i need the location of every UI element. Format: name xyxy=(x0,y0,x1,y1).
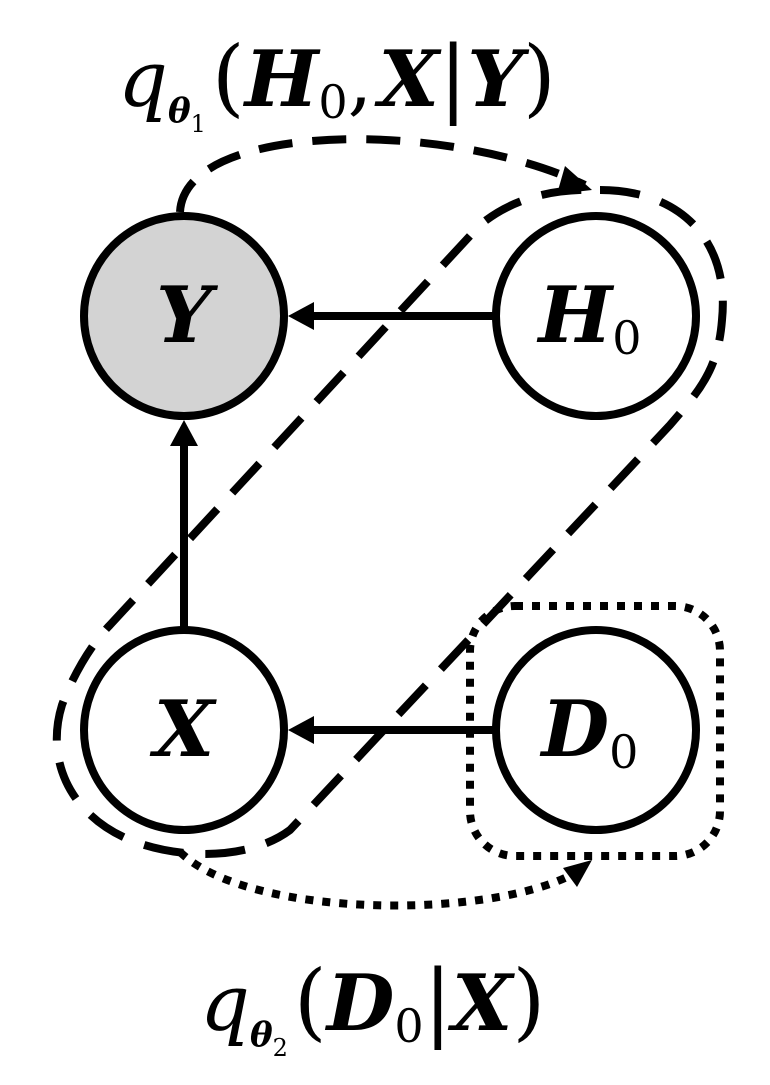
node-d0-label: D0 xyxy=(540,684,639,779)
q1-comma: , xyxy=(348,35,373,125)
node-d0: D0 xyxy=(492,626,700,834)
q2-open-paren: ( xyxy=(294,952,327,1050)
q1-close-paren: ) xyxy=(523,28,556,126)
node-d0-circle xyxy=(492,626,700,834)
q2-dotted-arc-arrow xyxy=(177,849,583,910)
q2-arg1-sub: 0 xyxy=(394,999,423,1053)
q2-arg1: D xyxy=(325,958,395,1049)
q1-arc-arrowhead xyxy=(557,166,592,194)
q1-dashed-region xyxy=(52,185,727,858)
edge-h0-to-y-arrowhead xyxy=(288,302,314,330)
q2-cond: X xyxy=(447,958,516,1049)
node-y-circle xyxy=(80,212,288,420)
q1-arg1-sub: 0 xyxy=(318,75,347,129)
q1-param: θ xyxy=(168,91,191,131)
q2-fn: q xyxy=(200,959,250,1049)
q2-param-sub: 2 xyxy=(273,1034,288,1062)
q1-dashed-arc-arrow xyxy=(176,135,587,213)
edge-d0-to-x-arrowhead xyxy=(288,716,314,744)
node-x-circle xyxy=(80,626,288,834)
edge-x-to-y-arrowhead xyxy=(170,420,198,446)
q2-arc-arrowhead xyxy=(563,860,592,887)
q1-bar: | xyxy=(439,28,467,126)
node-h0-label: H0 xyxy=(537,270,642,365)
node-y: Y xyxy=(80,212,288,420)
posterior-q1-formula: qθ1(H0,X|Y) xyxy=(118,28,556,138)
node-h0: H0 xyxy=(492,212,700,420)
node-x-label: X xyxy=(149,684,218,775)
posterior-q2-formula: qθ2(D0|X) xyxy=(200,952,545,1062)
q2-param: θ xyxy=(250,1015,273,1055)
q1-arg2: X xyxy=(373,34,442,125)
q2-close-paren: ) xyxy=(512,952,545,1050)
q1-cond: Y xyxy=(467,34,529,125)
node-y-label: Y xyxy=(156,270,218,361)
node-h0-circle xyxy=(492,212,700,420)
q2-bar: | xyxy=(424,952,452,1050)
q1-fn: q xyxy=(118,35,168,125)
node-x: X xyxy=(80,626,288,834)
q1-arg1: H xyxy=(243,34,321,125)
q1-open-paren: ( xyxy=(212,28,245,126)
q1-param-sub: 1 xyxy=(191,110,206,138)
